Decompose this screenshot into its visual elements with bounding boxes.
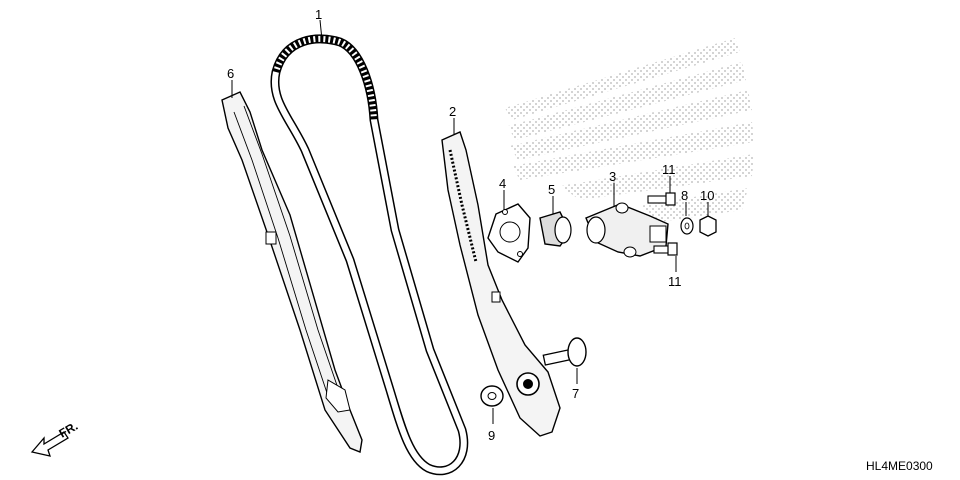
- callout-7[interactable]: 7: [572, 386, 579, 401]
- callout-2[interactable]: 2: [449, 104, 456, 119]
- part-9-washer[interactable]: [480, 385, 504, 407]
- part-3-tensioner-lifter[interactable]: [585, 202, 669, 258]
- part-8-sealing-washer[interactable]: [680, 217, 694, 235]
- part-6-cam-chain-guide[interactable]: [221, 91, 363, 453]
- front-direction-arrow: FR.: [30, 419, 80, 457]
- part-11-bolt-lower[interactable]: [653, 242, 678, 256]
- part-10-plug-bolt[interactable]: [699, 215, 717, 237]
- callout-6[interactable]: 6: [227, 66, 234, 81]
- callout-11-upper[interactable]: 11: [662, 162, 676, 177]
- leader-lines: [231, 19, 709, 424]
- callout-3[interactable]: 3: [609, 169, 616, 184]
- callout-1[interactable]: 1: [315, 7, 322, 22]
- callout-4[interactable]: 4: [499, 176, 506, 191]
- callout-5[interactable]: 5: [548, 182, 555, 197]
- part-7-pivot-bolt[interactable]: [542, 337, 587, 367]
- part-2-tensioner-arm[interactable]: [441, 131, 561, 437]
- callout-9[interactable]: 9: [488, 428, 495, 443]
- wing-logo-watermark: [505, 38, 754, 222]
- callout-10[interactable]: 10: [700, 188, 714, 203]
- part-4-gasket[interactable]: [487, 203, 531, 263]
- callout-8[interactable]: 8: [681, 188, 688, 203]
- diagram-code: HL4ME0300: [866, 459, 933, 473]
- part-11-bolt-upper[interactable]: [647, 192, 676, 206]
- part-1-cam-chain[interactable]: [270, 34, 469, 476]
- part-5-tensioner-cap[interactable]: [539, 211, 572, 247]
- callout-11-lower[interactable]: 11: [668, 274, 682, 289]
